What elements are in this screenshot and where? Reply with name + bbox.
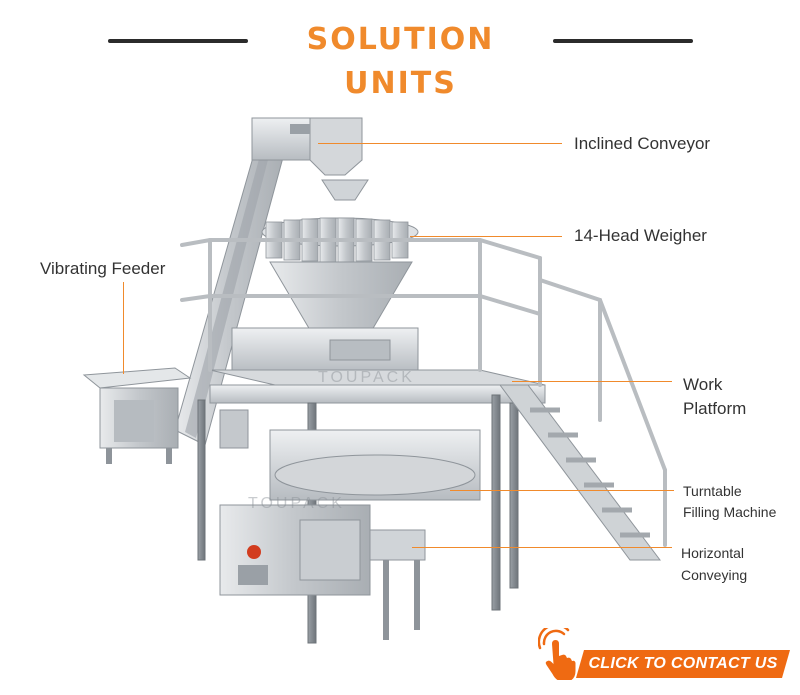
label-vibrating-feeder: Vibrating Feeder [40, 259, 166, 278]
label-turntable-line2: Filling Machine [683, 504, 777, 520]
section-header: SOLUTION UNITS [0, 18, 800, 101]
stairs [499, 278, 667, 561]
label-work-platform-line2: Platform [683, 399, 747, 418]
label-horizontal-line2: Conveying [681, 567, 748, 583]
leader-horizontal-conveying [412, 547, 672, 548]
leader-head-weigher [410, 236, 562, 237]
leader-work-platform [512, 381, 672, 382]
section-title: SOLUTION UNITS [306, 22, 495, 101]
leader-vibrating-feeder [123, 282, 124, 374]
label-work-platform-line1: Work [683, 375, 723, 394]
hand-pointer-icon [538, 628, 576, 680]
label-horizontal-line1: Horizontal [681, 545, 745, 561]
contact-cta[interactable]: CLICK TO CONTACT US [538, 628, 790, 680]
leader-inclined-conveyor [318, 143, 562, 144]
contact-button-shape[interactable] [576, 650, 790, 678]
watermark-group: TOUPACK TOUPACK [248, 369, 415, 512]
turntable-filling-machine [219, 409, 481, 640]
inclined-conveyor [174, 117, 363, 446]
watermark-upper: TOUPACK [318, 369, 415, 386]
watermark-lower: TOUPACK [248, 495, 345, 512]
label-inclined-conveyor: Inclined Conveyor [574, 134, 711, 153]
label-turntable-line1: Turntable [683, 483, 742, 499]
label-head-weigher: 14-Head Weigher [574, 226, 707, 245]
contact-button-label[interactable]: CLICK TO CONTACT US [588, 655, 778, 672]
vibrating-feeder [82, 367, 192, 464]
header-rule-right [553, 39, 693, 43]
header-rule-left [108, 39, 248, 43]
leader-turntable [450, 490, 674, 491]
